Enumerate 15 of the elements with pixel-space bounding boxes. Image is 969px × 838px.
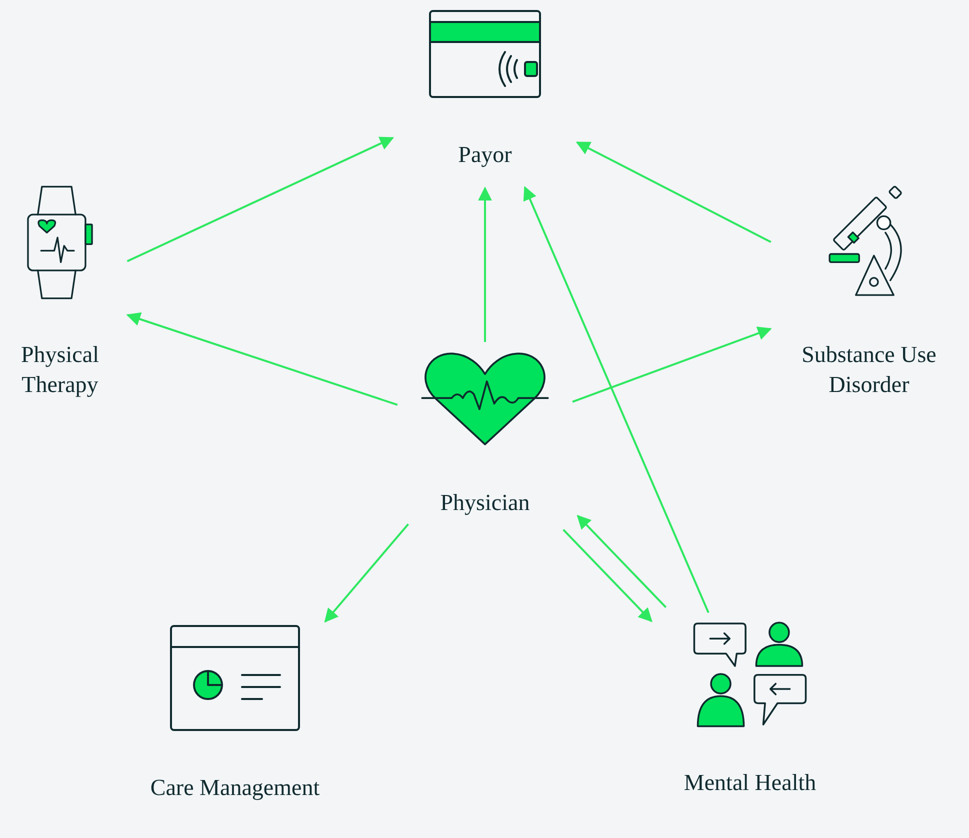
arrow [562,529,652,622]
node-label: Payor [458,141,512,169]
arrow [576,141,772,243]
arrow [126,136,394,262]
node-label: Physical Therapy [20,341,100,399]
node-label: Care Management [150,774,320,802]
arrow [576,514,667,608]
node-label: Substance Use Disorder [800,341,938,399]
node-label: Mental Health [684,769,816,797]
node-label: Physician [440,489,530,517]
arrow [324,523,410,623]
arrow [572,326,772,403]
arrow [478,186,492,342]
arrow [523,186,710,614]
arrow [126,312,398,406]
